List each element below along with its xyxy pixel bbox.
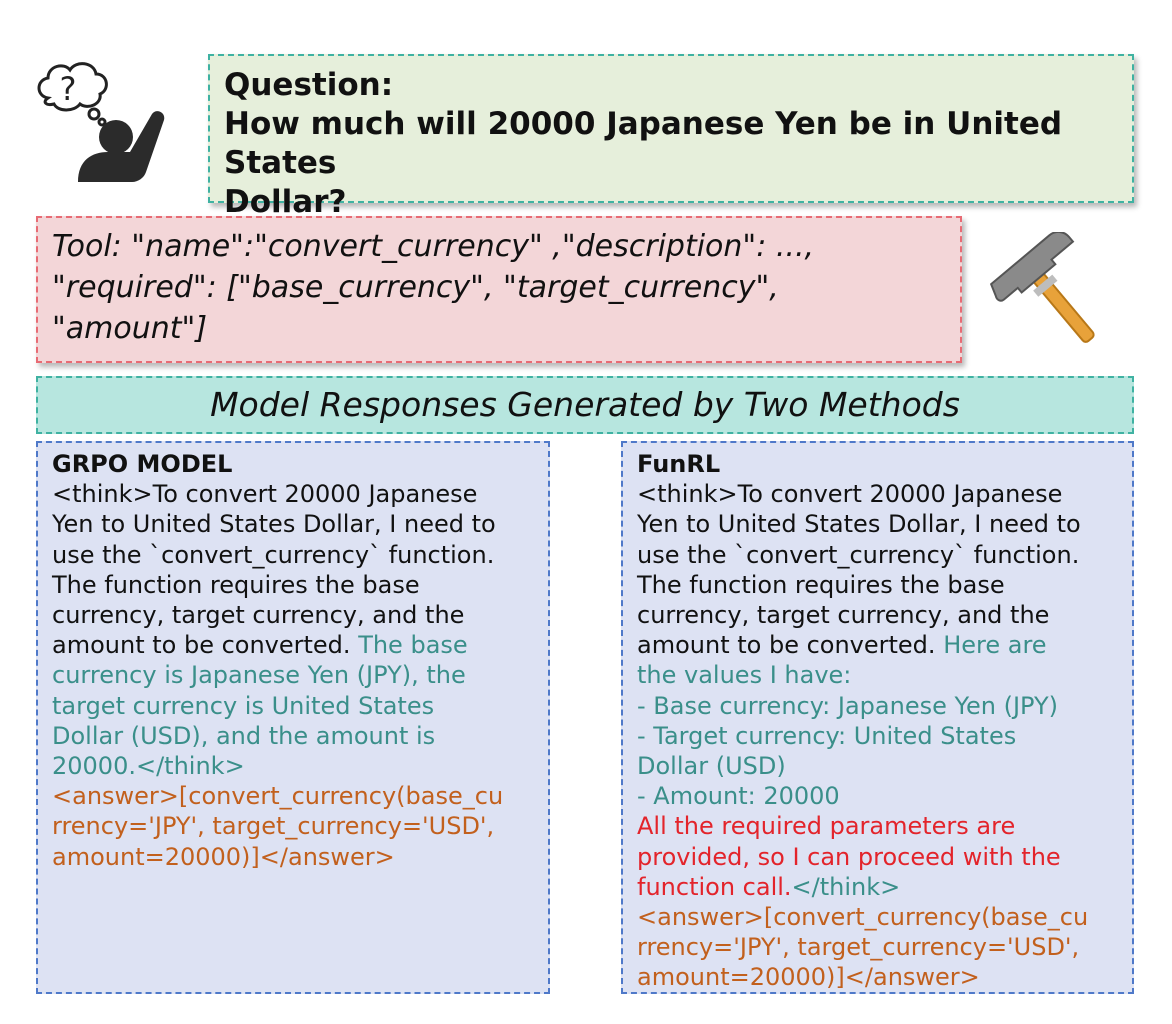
funrl-answer-line: amount=20000)]</answer> xyxy=(637,963,980,992)
funrl-highlight-line: Dollar (USD) xyxy=(637,752,786,781)
question-mark-icon: ? xyxy=(60,70,77,108)
tool-line: Tool: "name":"convert_currency" ,"descri… xyxy=(52,229,815,264)
funrl-highlight-start: Here are xyxy=(943,631,1047,660)
funrl-highlight-line: - Amount: 20000 xyxy=(637,782,840,811)
hammer-icon xyxy=(989,232,1095,343)
grpo-highlight-start: The base xyxy=(358,631,468,660)
funrl-red-mixed-line: function call.</think> xyxy=(637,872,1118,902)
person-silhouette xyxy=(78,111,165,182)
grpo-think-tail: amount to be converted. xyxy=(52,631,359,660)
grpo-highlight-line: currency is Japanese Yen (JPY), the xyxy=(52,661,466,690)
grpo-highlight-line: target currency is United States xyxy=(52,691,435,720)
tool-definition-box: Tool: "name":"convert_currency" ,"descri… xyxy=(36,216,962,363)
tool-line: "required": ["base_currency", "target_cu… xyxy=(52,270,779,305)
funrl-highlight-line: the values I have: xyxy=(637,661,852,690)
funrl-red-last: function call. xyxy=(637,872,792,901)
question-text: How much will 20000 Japanese Yen be in U… xyxy=(224,105,1118,222)
funrl-answer-line: rrency='JPY', target_currency='USD', xyxy=(637,933,1080,962)
funrl-think-line: use the `convert_currency` function. xyxy=(637,540,1080,569)
question-text-line: Dollar? xyxy=(224,184,347,220)
question-text-line: How much will 20000 Japanese Yen be in U… xyxy=(224,106,1063,181)
question-box: Question: How much will 20000 Japanese Y… xyxy=(208,54,1134,220)
funrl-think-tail: amount to be converted. xyxy=(637,631,944,660)
section-title: Model Responses Generated by Two Methods xyxy=(36,376,1134,434)
funrl-highlight-line: - Base currency: Japanese Yen (JPY) xyxy=(637,691,1058,720)
grpo-highlight-line: 20000.</think> xyxy=(52,752,245,781)
grpo-response-panel: GRPO MODEL <think>To convert 20000 Japan… xyxy=(36,441,550,994)
grpo-think-line: <think>To convert 20000 Japanese xyxy=(52,480,478,509)
grpo-think-line: The function requires the base xyxy=(52,570,420,599)
tool-line: "amount"] xyxy=(52,311,208,346)
funrl-panel-title: FunRL xyxy=(637,450,721,478)
funrl-red-line: provided, so I can proceed with the xyxy=(637,842,1061,871)
funrl-think-line: Yen to United States Dollar, I need to xyxy=(637,510,1081,539)
funrl-think-line: The function requires the base xyxy=(637,570,1005,599)
grpo-think-line: Yen to United States Dollar, I need to xyxy=(52,510,496,539)
funrl-red-line: All the required parameters are xyxy=(637,812,1016,841)
grpo-answer-line: amount=20000)]</answer> xyxy=(52,842,395,871)
grpo-highlight-line: Dollar (USD), and the amount is xyxy=(52,721,436,750)
grpo-think-line: use the `convert_currency` function. xyxy=(52,540,495,569)
grpo-panel-title: GRPO MODEL xyxy=(52,450,233,478)
funrl-think-line: currency, target currency, and the xyxy=(637,601,1050,630)
grpo-think-line: currency, target currency, and the xyxy=(52,601,465,630)
thinking-person-icon: ? xyxy=(37,62,165,182)
funrl-think-mixed-line: amount to be converted. Here are xyxy=(637,630,1118,660)
funrl-answer-line: <answer>[convert_currency(base_cu xyxy=(637,903,1089,932)
funrl-highlight-line: - Target currency: United States xyxy=(637,721,1017,750)
thought-cloud xyxy=(37,62,108,127)
grpo-answer-line: <answer>[convert_currency(base_cu xyxy=(52,782,504,811)
grpo-think-mixed-line: amount to be converted. The base xyxy=(52,630,534,660)
grpo-answer-line: rrency='JPY', target_currency='USD', xyxy=(52,812,495,841)
funrl-think-close: </think> xyxy=(791,872,901,901)
funrl-think-line: <think>To convert 20000 Japanese xyxy=(637,480,1063,509)
funrl-response-panel: FunRL <think>To convert 20000 Japanese Y… xyxy=(621,441,1134,994)
question-title: Question: xyxy=(224,67,394,103)
